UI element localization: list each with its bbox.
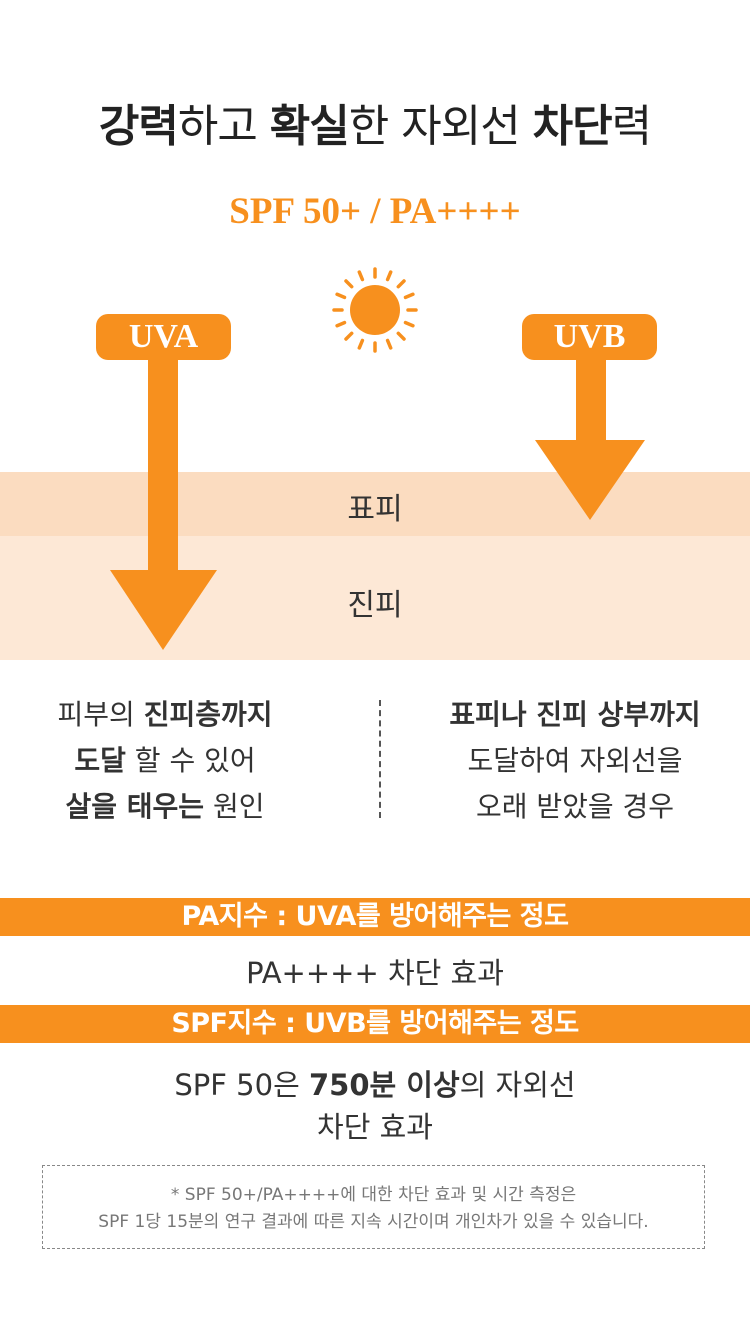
footnote-line-2: SPF 1당 15분의 연구 결과에 따른 지속 시간이며 개인차가 있을 수 … — [98, 1212, 649, 1232]
footnote-box: * SPF 50+/PA++++에 대한 차단 효과 및 시간 측정은 SPF … — [42, 1165, 705, 1249]
uvb-arrow — [535, 358, 645, 520]
uva-desc-line-1: 피부의 진피층까지 — [57, 698, 273, 731]
epidermis-label: 표피 — [347, 492, 403, 527]
uva-arrow — [110, 358, 217, 650]
description-divider — [379, 700, 381, 818]
uvb-badge: UVB — [522, 314, 657, 360]
footnote-line-1: * SPF 50+/PA++++에 대한 차단 효과 및 시간 측정은 — [170, 1185, 577, 1205]
uva-description: 피부의 진피층까지 도달 할 수 있어 살을 태우는 원인 — [0, 692, 330, 830]
spf-pa-heading: SPF 50+ / PA++++ — [229, 191, 521, 232]
uva-desc-line-2: 도달 할 수 있어 — [74, 744, 256, 777]
uvb-desc-line-3: 오래 받았을 경우 — [475, 790, 675, 823]
uva-desc-line-3: 살을 태우는 원인 — [65, 790, 265, 823]
dermis-label: 진피 — [347, 588, 403, 623]
sun-icon — [332, 267, 418, 353]
uva-badge: UVA — [96, 314, 231, 360]
spf-index-band: SPF지수 : UVB를 방어해주는 정도 — [0, 1005, 750, 1043]
spf-effect-line-2: 차단 효과 — [317, 1110, 433, 1144]
dermis-layer — [0, 536, 750, 660]
uv-arrows-graphic — [110, 267, 645, 650]
spf-effect-line-1: SPF 50은 750분 이상의 자외선 — [174, 1068, 576, 1102]
page-title: 강력하고 확실한 자외선 차단력 — [98, 101, 652, 152]
pa-index-band: PA지수 : UVA를 방어해주는 정도 — [0, 898, 750, 936]
uvb-description: 표피나 진피 상부까지 도달하여 자외선을 오래 받았을 경우 — [410, 692, 740, 830]
pa-effect-text: PA++++ 차단 효과 — [246, 956, 504, 990]
epidermis-layer — [0, 472, 750, 536]
uvb-desc-line-1: 표피나 진피 상부까지 — [449, 698, 701, 731]
uvb-desc-line-2: 도달하여 자외선을 — [467, 744, 683, 777]
